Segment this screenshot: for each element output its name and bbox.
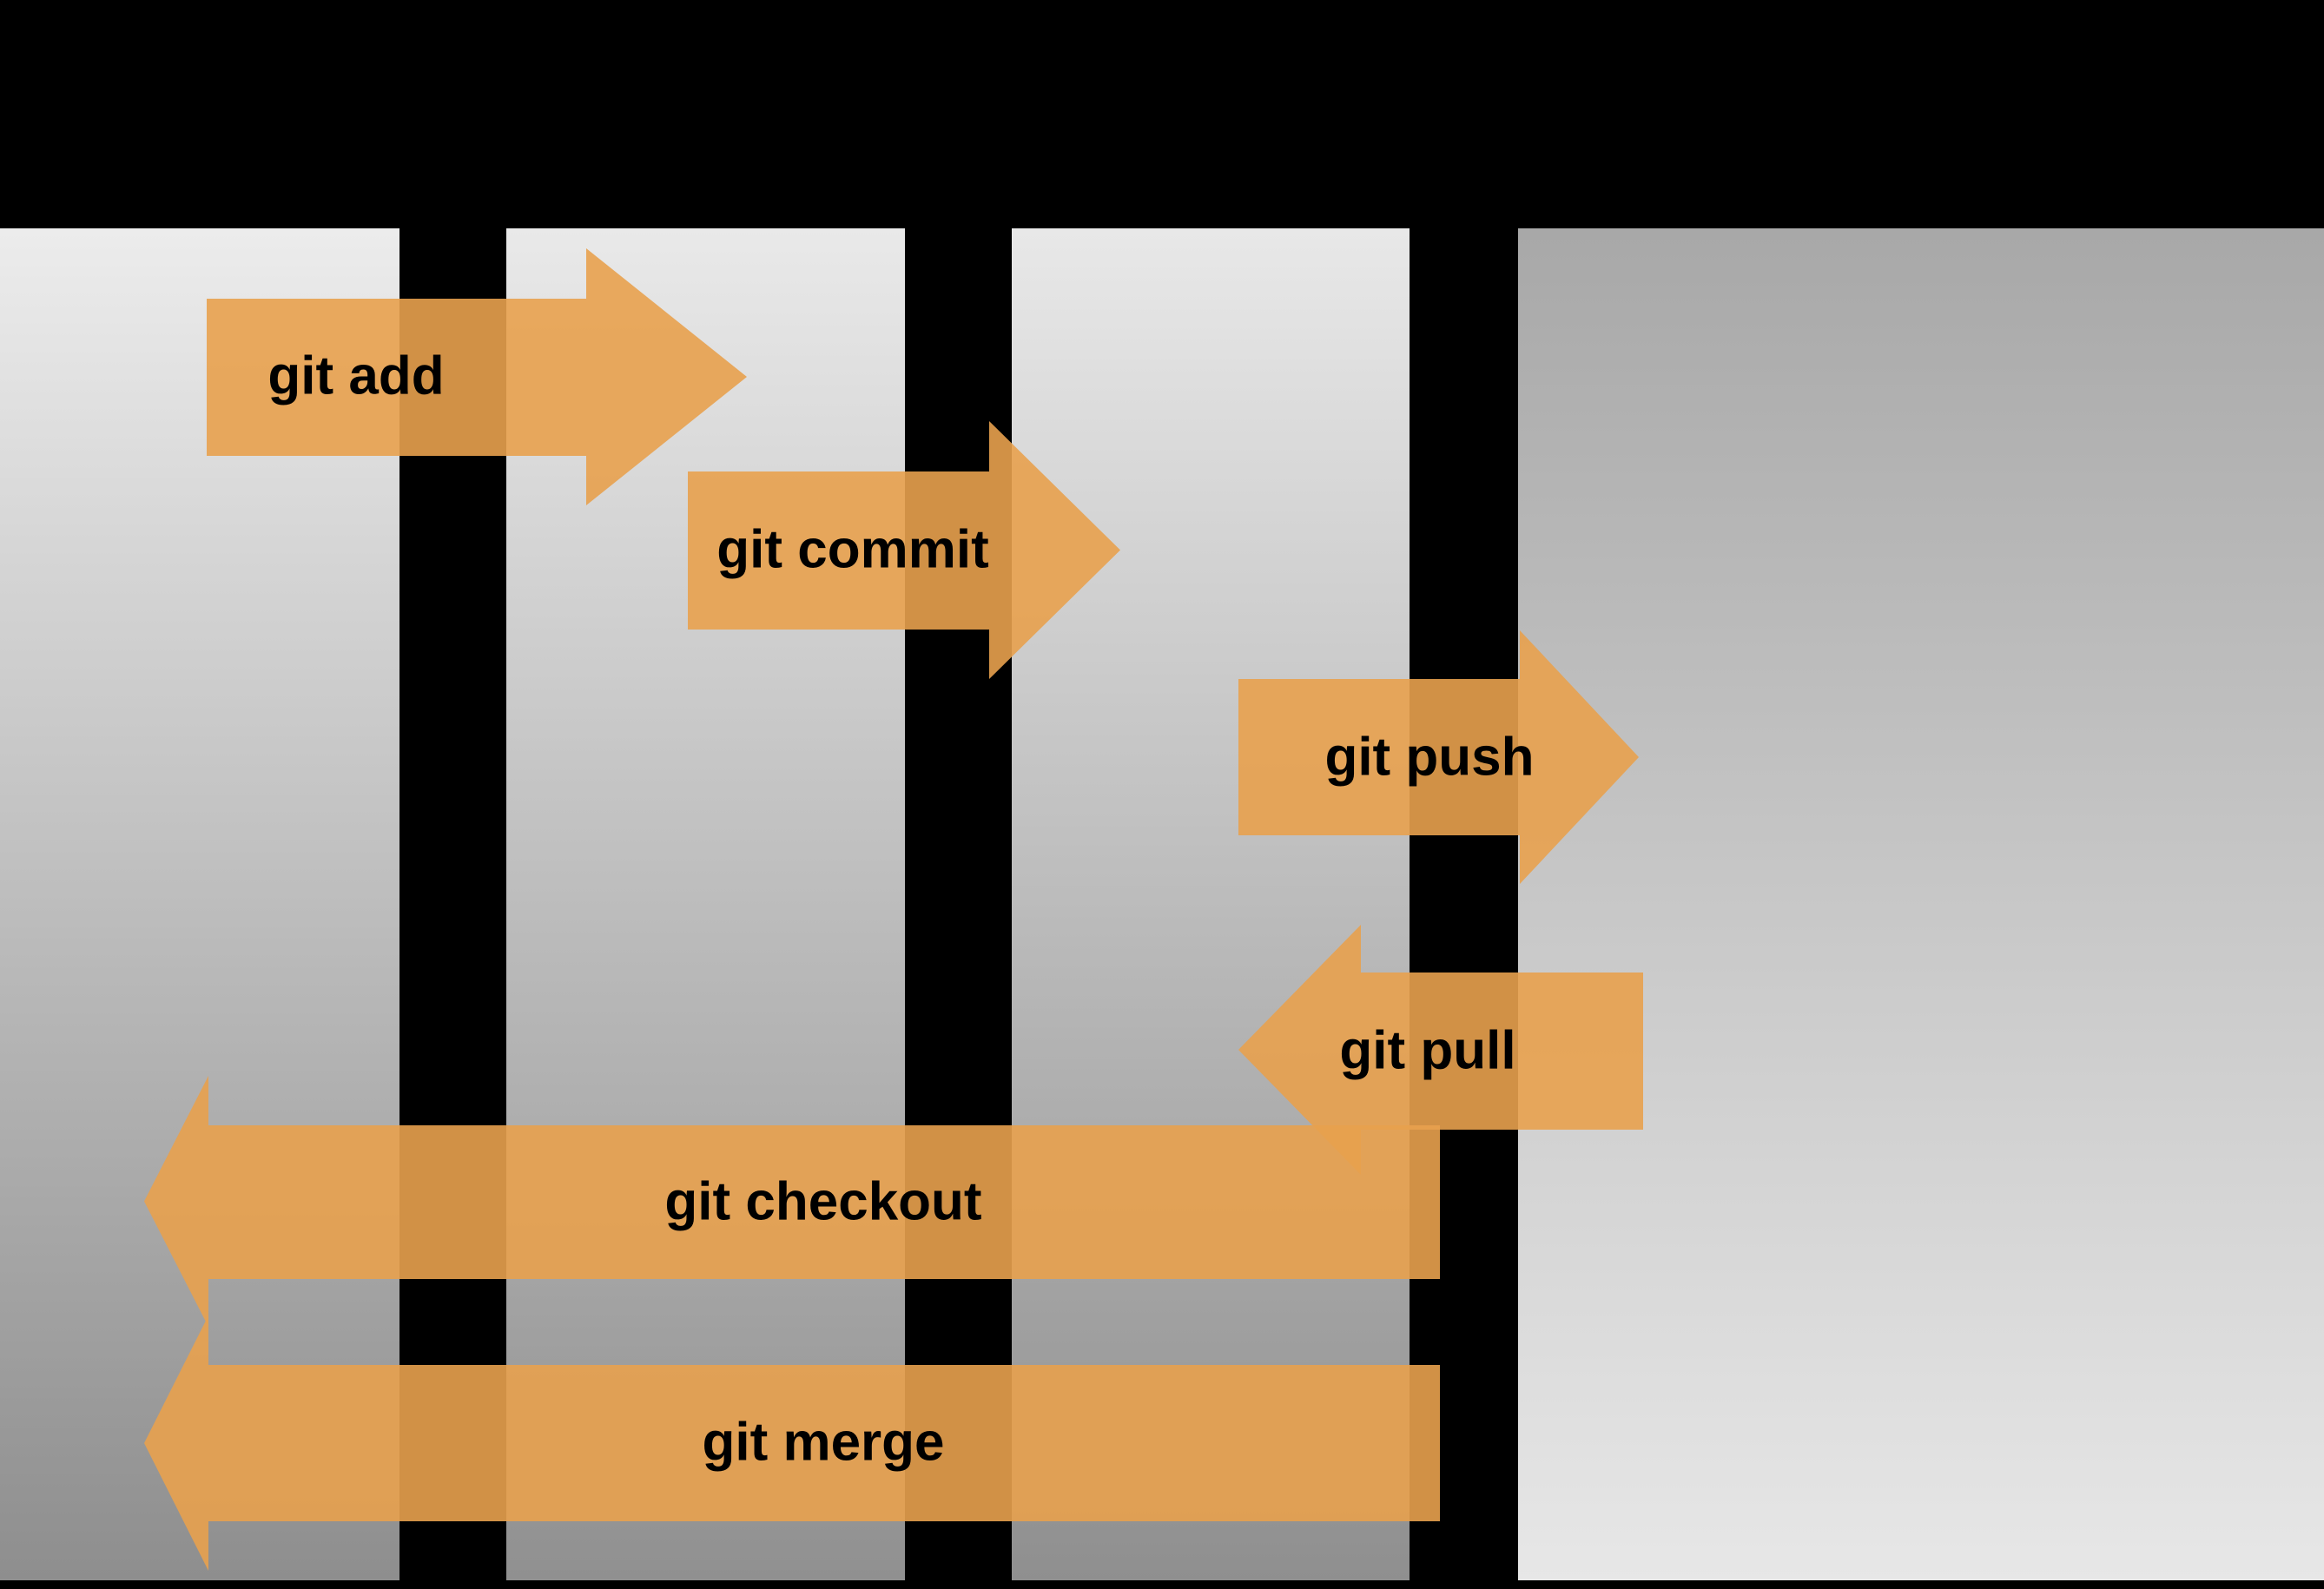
arrow-git-commit — [688, 421, 1120, 679]
arrow-label-git-commit: git commit — [716, 519, 988, 579]
column-remote-repository — [1518, 228, 2324, 1580]
arrow-git-pull — [1238, 925, 1643, 1175]
arrow-git-checkout — [144, 1076, 1440, 1327]
arrow-label-git-push: git push — [1324, 727, 1534, 787]
arrow-label-git-checkout: git checkout — [664, 1171, 981, 1231]
arrow-git-push — [1238, 630, 1639, 884]
arrow-label-git-merge: git merge — [702, 1412, 944, 1472]
column-local-repository — [1012, 228, 1410, 1580]
arrow-shapes — [144, 248, 1643, 1571]
arrow-git-merge — [144, 1315, 1440, 1571]
arrow-label-git-pull: git pull — [1339, 1020, 1515, 1080]
arrow-git-add — [207, 248, 747, 505]
arrow-labels: git add git commit git push git pull git che… — [267, 346, 1534, 1472]
arrow-label-git-add: git add — [267, 346, 444, 405]
